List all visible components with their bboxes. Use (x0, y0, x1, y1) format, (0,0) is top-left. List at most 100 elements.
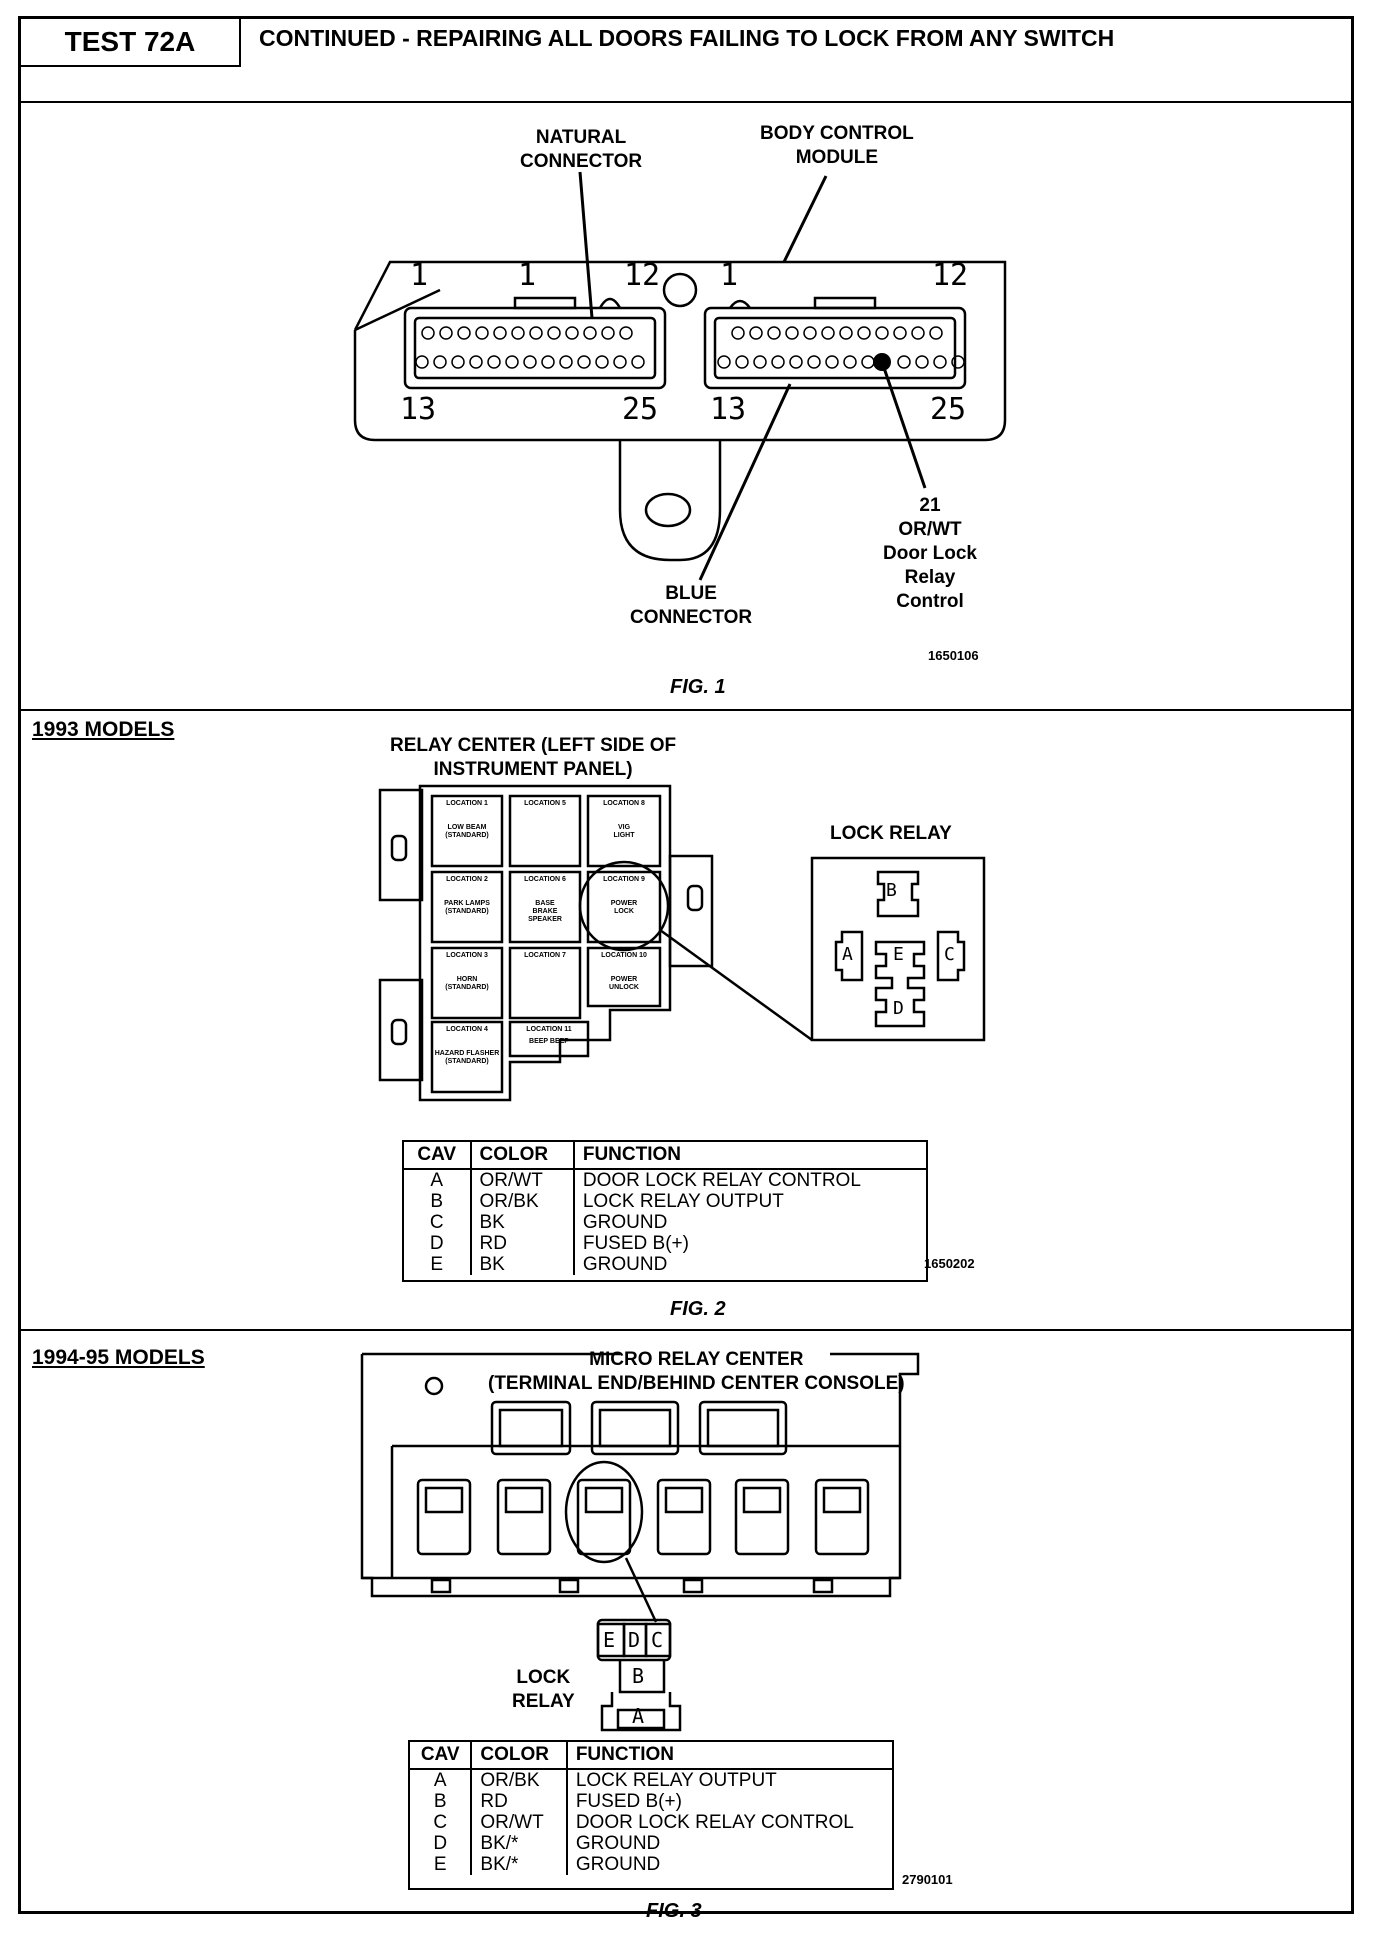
natural-connector-pins (415, 326, 645, 369)
relay-location-body: LOW BEAM (STANDARD) (445, 824, 489, 839)
table-cell: A (430, 1170, 444, 1191)
blue-connector-leader (698, 383, 792, 581)
lock-relay-label: LOCK RELAY (830, 823, 952, 844)
pin-label: 12 (624, 258, 661, 293)
relay-location-title: LOCATION 11 (526, 1026, 572, 1033)
header-divider (21, 101, 1351, 103)
micro-lock-relay-label: LOCK RELAY (512, 1667, 575, 1712)
relay-location-body: HAZARD FLASHER (STANDARD) (434, 1050, 500, 1065)
relay-location-body: PARK LAMPS (STANDARD) (444, 900, 490, 915)
bcm-label: BODY CONTROL MODULE (760, 123, 914, 168)
table-header-cell: COLOR (469, 1142, 574, 1170)
table-cell: E (430, 1254, 444, 1275)
natural-connector-leader (578, 171, 594, 319)
relay-location-title: LOCATION 1 (446, 800, 488, 807)
table-cell: GROUND (565, 1833, 892, 1854)
pin-21-callout: 21 OR/WT Door Lock Relay Control (883, 495, 977, 612)
fig2-code: 1650202 (924, 1256, 975, 1271)
relay-location-title: LOCATION 3 (446, 952, 488, 959)
relay-location-title: LOCATION 2 (446, 876, 488, 883)
table-cell: RD (470, 1791, 567, 1812)
table-cell: OR/BK (470, 1769, 567, 1791)
pin-label: 1 (518, 258, 537, 293)
relay-location-title: LOCATION 5 (524, 800, 566, 807)
test-label: TEST 72A (21, 19, 241, 67)
table-header-cell: CAV (404, 1142, 471, 1170)
lock-relay-detail (810, 856, 986, 1042)
relay-location-body: BASE BRAKE SPEAKER (528, 900, 562, 923)
terminal-a: A (842, 944, 853, 965)
fig1-code: 1650106 (928, 648, 979, 663)
table-cell: DOOR LOCK RELAY CONTROL (572, 1169, 926, 1191)
natural-connector-label: NATURAL CONNECTOR (520, 127, 643, 172)
relay-location-title: LOCATION 6 (524, 876, 566, 883)
lock-relay-highlight (578, 860, 670, 952)
relay-location-title: LOCATION 9 (603, 876, 645, 883)
blue-connector-pins (717, 326, 965, 369)
terminal-a: A (632, 1704, 645, 1728)
table-cell: BK/* (470, 1833, 567, 1854)
table-cell: LOCK RELAY OUTPUT (572, 1191, 926, 1212)
table-cell: C (429, 1212, 444, 1233)
pin-label: 25 (930, 392, 967, 427)
table-cell: BK (469, 1254, 574, 1275)
pin-label: 25 (622, 392, 659, 427)
page-title: CONTINUED - REPAIRING ALL DOORS FAILING … (259, 25, 1115, 51)
table-cell: GROUND (565, 1854, 892, 1875)
relay-location-body: POWER UNLOCK (609, 976, 639, 991)
table-cell: FUSED B(+) (572, 1233, 926, 1254)
table-cell: B (430, 1191, 444, 1212)
micro-relay-center-label: MICRO RELAY CENTER (TERMINAL END/BEHIND … (488, 1349, 905, 1394)
table-cell: LOCK RELAY OUTPUT (565, 1769, 892, 1791)
table-cell: A (433, 1770, 447, 1791)
table-cell: DOOR LOCK RELAY CONTROL (565, 1812, 892, 1833)
terminal-c: C (651, 1628, 664, 1652)
pin-label: 12 (932, 258, 969, 293)
lock-relay-leader (659, 928, 813, 1042)
relay-center-label: RELAY CENTER (LEFT SIDE OF INSTRUMENT PA… (390, 735, 677, 780)
terminal-b: B (886, 880, 897, 901)
relay-location-title: LOCATION 10 (601, 952, 647, 959)
table-cell: OR/BK (469, 1191, 574, 1212)
pin-label: 13 (400, 392, 437, 427)
table-header-cell: FUNCTION (565, 1742, 892, 1770)
terminal-e: E (893, 944, 904, 965)
fig3-code: 2790101 (902, 1872, 953, 1887)
micro-lock-relay-highlight (564, 1460, 644, 1564)
table-header-cell: COLOR (470, 1742, 567, 1770)
table-cell: D (429, 1233, 444, 1254)
fig2-table-box (402, 1140, 928, 1282)
fig3-caption: FIG. 3 (646, 1900, 702, 1922)
section-divider-2 (21, 1329, 1351, 1331)
pin-label: 13 (710, 392, 747, 427)
micro-relay-housing (360, 1352, 920, 1598)
pin-label: 1 (410, 258, 429, 293)
table-cell: OR/WT (470, 1812, 567, 1833)
page-frame: TEST 72A CONTINUED - REPAIRING ALL DOORS… (18, 16, 1354, 1914)
terminal-c: C (944, 944, 955, 965)
terminal-d: D (628, 1628, 641, 1652)
fig3-table-box (408, 1740, 894, 1890)
table-cell: GROUND (572, 1212, 926, 1233)
fig1-caption: FIG. 1 (670, 676, 726, 698)
relay-location-body: POWER LOCK (610, 900, 638, 915)
pin-label: 1 (720, 258, 739, 293)
table-header-cell: FUNCTION (572, 1142, 926, 1170)
section-label-1993: 1993 MODELS (32, 718, 175, 741)
table-cell: BK (469, 1212, 574, 1233)
relay-location-title: LOCATION 7 (524, 952, 566, 959)
